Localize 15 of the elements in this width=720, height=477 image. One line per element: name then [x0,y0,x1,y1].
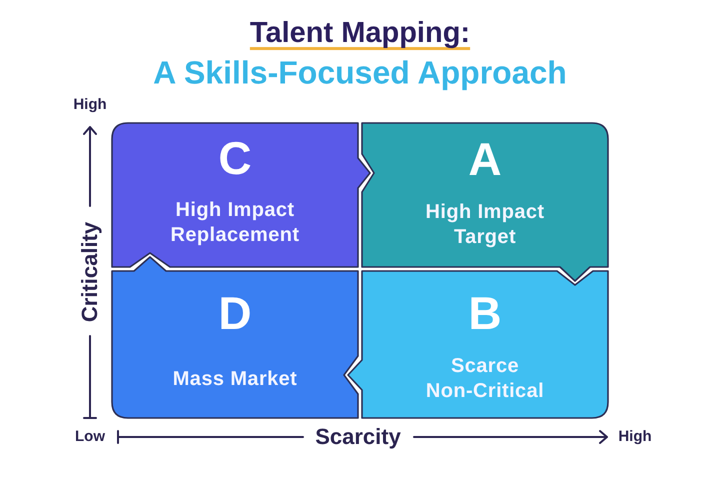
quadrant-letter: A [468,136,502,182]
axis-end-label: High [73,96,107,114]
axis-title: Criticality [78,222,102,322]
quadrant-label: Mass Market [172,366,298,392]
subtitle: A Skills-Focused Approach [153,55,567,91]
quadrant-letter: B [468,290,502,336]
quadrant-label: High Impact Target [424,200,546,250]
quadrant-label: High Impact Replacement [170,198,300,248]
quadrant-label: Scarce Non-Critical [424,354,546,404]
quadrant-letter: D [218,290,252,336]
axis-end-label: High [618,428,652,446]
title: Talent Mapping: [250,18,470,50]
axis-title: Scarcity [315,424,401,450]
quadrant-letter: C [218,135,252,181]
axis-end-label: Low [75,428,105,446]
